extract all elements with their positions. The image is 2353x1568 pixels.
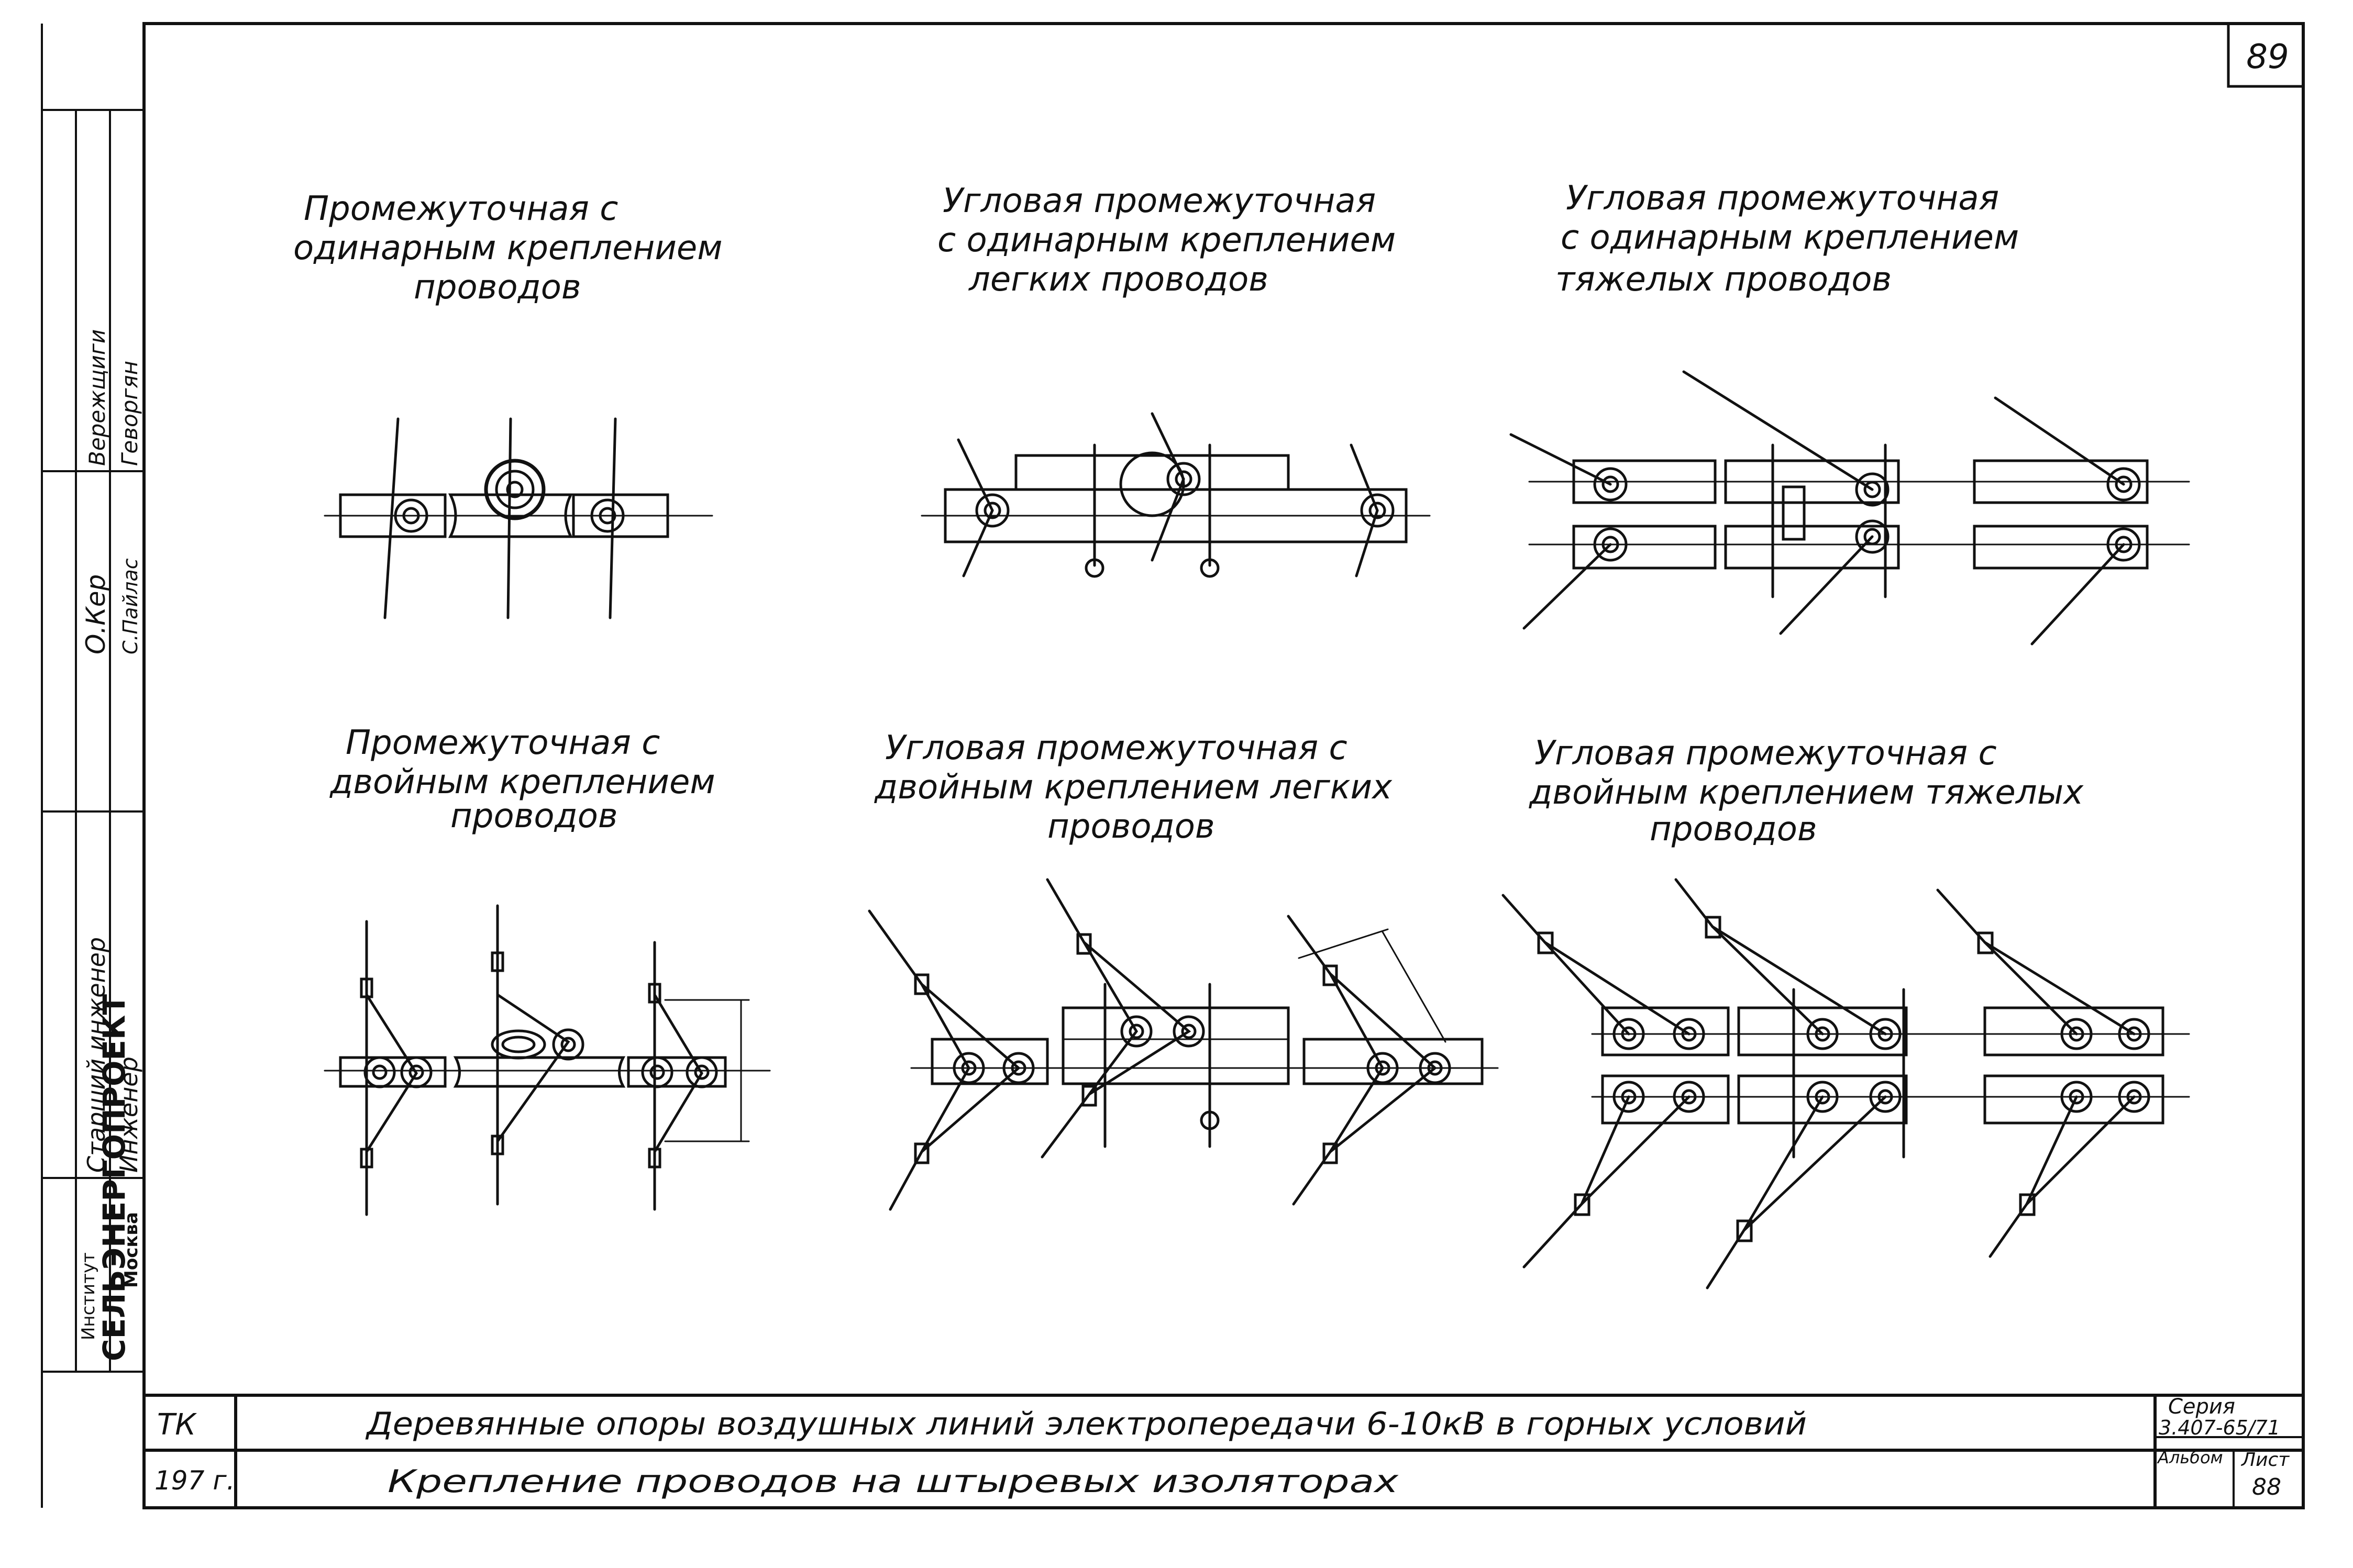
p1-title-line-3: проводов xyxy=(414,268,581,307)
side-stamp-frame xyxy=(42,109,144,1373)
p1-title-line-1: Промежуточная с xyxy=(304,190,618,228)
p3-title-line-3: тяжелых проводов xyxy=(1555,260,1892,299)
stamp-signature-1: О.Кер xyxy=(81,574,111,654)
stamp-organization: СЕЛЬЭНЕРГОПРОЕКТ xyxy=(96,994,132,1361)
p4-title-line-1: Промежуточная с xyxy=(346,724,660,762)
title-block-frame xyxy=(144,1394,2303,1508)
stamp-org-prefix: Институт xyxy=(78,1252,99,1340)
side-stamp: СЕЛЬЭНЕРГОПРОЕКТ Москва Институт Старший… xyxy=(78,329,143,1361)
p3-title-line-2: с одинарным креплением xyxy=(1561,218,2019,257)
album-label: Альбом xyxy=(2157,1448,2223,1467)
p3-drawing xyxy=(1509,370,2190,646)
p4-drawing xyxy=(324,904,771,1216)
page-number-box xyxy=(2227,22,2305,88)
p6-title-line-1: Угловая промежуточная с xyxy=(1534,734,1997,773)
p3-title-line-1: Угловая промежуточная xyxy=(1566,179,1999,218)
title-block: ТК 197 г. Деревянные опоры воздушных лин… xyxy=(154,1395,2290,1500)
p2-drawing xyxy=(921,412,1431,578)
p6-drawing xyxy=(1501,878,2190,1289)
stamp-name-1: Вережщиги xyxy=(84,329,110,466)
stamp-name-2: Геворгян xyxy=(117,361,142,466)
doc-year: 197 г. xyxy=(154,1465,235,1496)
p2-title-line-1: Угловая промежуточная xyxy=(943,182,1376,220)
p5-drawing xyxy=(868,878,1499,1211)
p6-title-line-2: двойным креплением тяжелых xyxy=(1529,773,2084,812)
doc-code: ТК xyxy=(157,1408,197,1442)
p2-title-line-3: легких проводов xyxy=(968,260,1268,299)
p1-drawing xyxy=(324,417,713,619)
stamp-role-1: Старший инженер xyxy=(82,937,111,1173)
p5-title-line-2: двойным креплением легких xyxy=(874,768,1393,807)
panel-titles: Промежуточная с одинарным креплением про… xyxy=(293,179,2084,849)
sheet-value: 88 xyxy=(2252,1474,2281,1500)
p4-title-line-2: двойным креплением xyxy=(329,763,715,802)
series-value: 3.407-65/71 xyxy=(2159,1416,2280,1439)
doc-title-line-2: Крепление проводов на штыревых изолятора… xyxy=(388,1463,1399,1500)
p1-title-line-2: одинарным креплением xyxy=(293,229,723,268)
doc-title-line-1: Деревянные опоры воздушных линий электро… xyxy=(365,1406,1807,1442)
series-label: Серия xyxy=(2168,1395,2235,1419)
page-number: 89 xyxy=(2246,38,2289,76)
p5-title-line-3: проводов xyxy=(1047,807,1215,846)
sheet-label: Лист xyxy=(2240,1449,2290,1471)
p6-title-line-3: проводов xyxy=(1650,810,1817,849)
stamp-city: Москва xyxy=(121,1212,142,1288)
p4-title-line-3: проводов xyxy=(450,797,618,836)
p5-title-line-1: Угловая промежуточная с xyxy=(885,729,1347,768)
stamp-role-2: Инженер xyxy=(115,1057,143,1173)
p2-title-line-2: с одинарным креплением xyxy=(937,221,1396,260)
stamp-signature-2: С.Пайлас xyxy=(119,558,142,654)
sheet-frame xyxy=(142,22,2305,1509)
